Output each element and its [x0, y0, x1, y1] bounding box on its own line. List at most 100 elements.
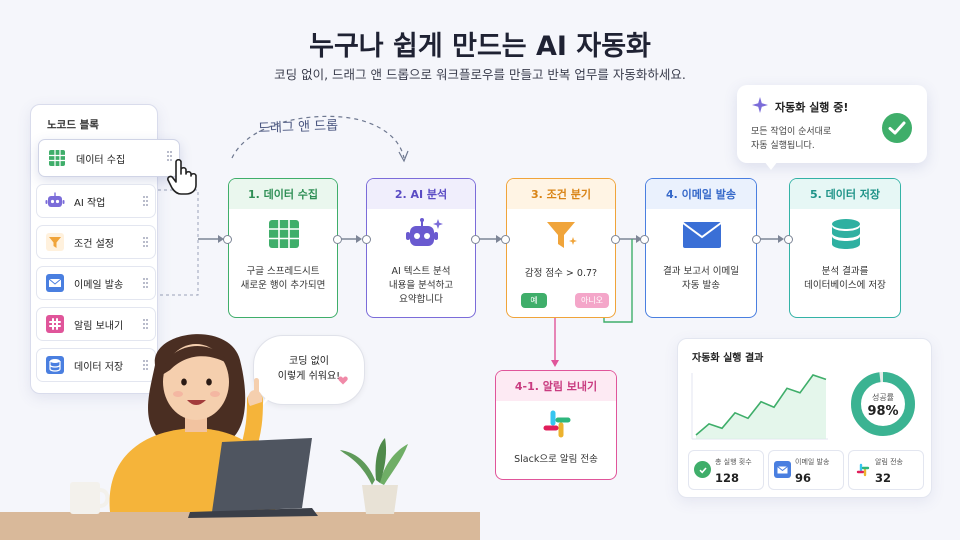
step-card-condition[interactable]: 3. 조건 분기 감정 점수 > 0.7? 예 아니오	[506, 178, 616, 318]
connector-dot[interactable]	[501, 235, 510, 244]
stat-label: 이메일 발송	[795, 458, 830, 466]
success-rate-donut	[851, 372, 915, 436]
stat-label: 알림 전송	[875, 458, 903, 466]
yes-branch-pill[interactable]: 예	[521, 293, 547, 308]
palette-item-email[interactable]: 이메일 발송	[36, 266, 156, 300]
drag-handle-icon[interactable]	[143, 195, 149, 207]
mug	[70, 482, 100, 514]
step-title: 3. 조건 분기	[507, 179, 615, 209]
database-icon	[832, 219, 860, 249]
step-desc-line: AI 텍스트 분석	[391, 266, 451, 277]
filter-icon	[547, 222, 577, 248]
results-title: 자동화 실행 결과	[692, 353, 764, 364]
mail-icon	[44, 272, 66, 294]
stat-card-emails: 이메일 발송 96	[768, 450, 844, 490]
palette-item-ai[interactable]: AI 작업	[36, 184, 156, 218]
toast-pointer	[764, 161, 778, 170]
palette-item-label: 알림 보내기	[74, 320, 124, 332]
drag-handle-icon[interactable]	[167, 150, 173, 162]
toast-line: 자동 실행됩니다.	[751, 141, 815, 151]
connector-dot[interactable]	[333, 235, 342, 244]
page-subtitle: 코딩 없이, 드래그 앤 드롭으로 워크플로우를 만들고 반복 업무를 자동화하…	[274, 67, 686, 82]
condition-expression: 감정 점수 > 0.7?	[524, 268, 598, 279]
connector-dot[interactable]	[471, 235, 480, 244]
toast-title: 자동화 실행 중!	[775, 101, 849, 114]
trend-line-chart	[691, 373, 828, 440]
spreadsheet-icon	[46, 147, 68, 169]
check-icon	[694, 461, 711, 478]
laptop	[212, 438, 312, 512]
drag-handle-icon[interactable]	[143, 236, 149, 248]
trend-line	[695, 374, 827, 436]
step-card-ai-analysis[interactable]: 2. AI 분석 AI 텍스트 분석 내용을 분석하고 요약합니다	[366, 178, 476, 318]
slack-icon	[543, 410, 571, 438]
step-desc-line: Slack으로 알림 전송	[514, 454, 598, 465]
connector-dot[interactable]	[752, 235, 761, 244]
drag-handle-icon[interactable]	[143, 318, 149, 330]
robot-icon	[44, 190, 66, 212]
palette-item-label: AI 작업	[74, 197, 106, 209]
hand-cursor-icon	[167, 158, 197, 195]
step-title: 5. 데이터 저장	[790, 179, 900, 209]
pointing-finger	[254, 378, 259, 394]
step-title: 4-1. 알림 보내기	[496, 371, 616, 401]
slack-icon	[44, 313, 66, 335]
robot-icon	[406, 218, 443, 246]
page-title: 누구나 쉽게 만드는 AI 자동화	[309, 31, 651, 62]
toast-line: 모든 작업이 순서대로	[751, 127, 832, 137]
drop-guide	[158, 189, 199, 296]
person-illustration	[0, 334, 480, 540]
automation-running-toast: 자동화 실행 중! 모든 작업이 순서대로 자동 실행됩니다.	[737, 85, 927, 163]
palette-item-storage[interactable]: 데이터 저장	[36, 348, 156, 382]
palette-item-condition[interactable]: 조건 설정	[36, 225, 156, 259]
step-desc-line: 분석 결과를	[821, 266, 869, 277]
no-branch-pill[interactable]: 아니오	[575, 293, 609, 308]
plant	[340, 450, 375, 485]
connector-dot[interactable]	[784, 235, 793, 244]
palette-item-label: 이메일 발송	[74, 279, 124, 291]
connector-dot[interactable]	[611, 235, 620, 244]
connector-dot[interactable]	[640, 235, 649, 244]
drag-handle-icon[interactable]	[143, 277, 149, 289]
step-card-slack-notify[interactable]: 4-1. 알림 보내기 Slack으로 알림 전송	[495, 370, 617, 480]
step-card-email[interactable]: 4. 이메일 발송 결과 보고서 이메일 자동 발송	[645, 178, 757, 318]
step-card-data-collect[interactable]: 1. 데이터 수집 구글 스프레드시트 새로운 행이 추가되면	[228, 178, 338, 318]
sparkle-icon	[752, 97, 768, 113]
step-desc-line: 새로운 행이 추가되면	[240, 280, 326, 291]
step-card-storage[interactable]: 5. 데이터 저장 분석 결과를 데이터베이스에 저장	[789, 178, 901, 318]
stat-card-total-runs: 총 실행 횟수 128	[688, 450, 764, 490]
step-desc-line: 요약합니다	[399, 294, 443, 305]
mail-icon	[774, 461, 791, 478]
mail-icon	[682, 222, 722, 248]
palette-item-label: 데이터 수집	[76, 154, 126, 166]
success-rate-arc	[851, 372, 915, 436]
palette-item-notify[interactable]: 알림 보내기	[36, 307, 156, 341]
drag-hint-label: 드래그 앤 드롭	[257, 118, 339, 137]
drag-handle-icon[interactable]	[143, 359, 149, 371]
speech-tail	[262, 392, 276, 406]
step-desc-line: 내용을 분석하고	[388, 280, 454, 291]
stat-card-notifications: 알림 전송 32	[848, 450, 924, 490]
stat-value: 32	[875, 471, 892, 485]
speech-line: 이렇게 쉬워요!	[277, 371, 341, 382]
palette-title: 노코드 블록	[47, 119, 99, 131]
speech-line: 코딩 없이	[289, 356, 329, 367]
step-desc-line: 결과 보고서 이메일	[663, 266, 739, 277]
stat-label: 총 실행 횟수	[715, 458, 752, 466]
database-icon	[44, 354, 66, 376]
step-desc-line: 데이터베이스에 저장	[804, 280, 886, 291]
filter-icon	[44, 231, 66, 253]
drag-path	[231, 115, 405, 159]
success-rate-value: 98%	[867, 404, 899, 419]
face	[163, 344, 229, 420]
slack-icon	[854, 461, 871, 478]
drag-arrowhead	[398, 150, 409, 163]
step-title: 2. AI 분석	[367, 179, 475, 209]
palette-item-data-collect[interactable]: 데이터 수집	[38, 139, 180, 177]
connector-dot[interactable]	[223, 235, 232, 244]
palette-list: AI 작업 조건 설정 이메일 발송 알림 보내기 데이터 저장	[28, 180, 158, 390]
connector-dot[interactable]	[362, 235, 371, 244]
step-title: 1. 데이터 수집	[229, 179, 337, 209]
success-rate-label: 성공률	[871, 393, 895, 402]
palette-item-label: 조건 설정	[74, 238, 114, 250]
